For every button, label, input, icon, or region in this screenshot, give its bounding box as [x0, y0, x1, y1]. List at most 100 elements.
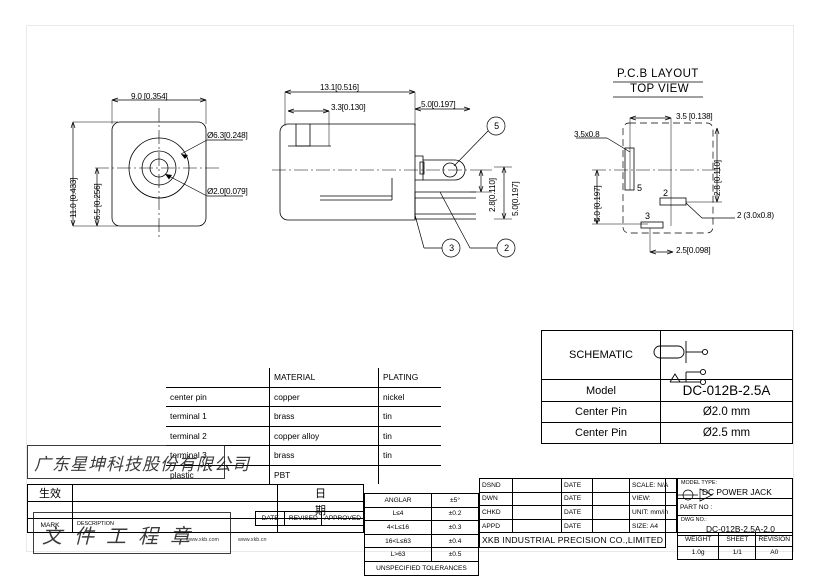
table-row: L≤4 ±0.2	[364, 506, 479, 522]
front-view-centerlines	[95, 108, 222, 238]
material-value: PBT	[269, 464, 379, 484]
view-label: VIEW:	[629, 491, 677, 507]
side-view-body-height-label: 5.0[0.197]	[511, 181, 520, 216]
title-block-weight-sheet: WEIGHT SHEET REVISION 1.0g 1/1 A0	[676, 532, 793, 561]
stamp-border-top	[27, 445, 225, 479]
revision-revised-header: REVISED	[284, 511, 323, 526]
signature-role: DSND	[479, 478, 513, 493]
part-no-row: PART NO :	[677, 498, 793, 516]
stamp-engineering-seal: 文件工程章	[42, 524, 202, 548]
plating-value: tin	[378, 406, 441, 427]
table-row: terminal 2 copper alloy tin	[166, 425, 441, 446]
pcb-layout-bottom-dimension: 2.5[0.098]	[676, 246, 711, 255]
unit-value: UNIT: mm/in	[629, 505, 677, 520]
tolerance-table: ANGLAR ±5° L≤4 ±0.2 4<L≤16 ±0.3 16<L≤63 …	[364, 493, 479, 576]
model-type-row: MODEL TYPE: DC POWER JACK	[677, 478, 793, 499]
tolerance-range: 16<L≤63	[364, 533, 432, 549]
side-view-rear-length-label: 5.0[0.197]	[421, 100, 456, 109]
material-part-name: terminal 2	[166, 425, 270, 446]
schematic-drawing-cell: 5 2 3	[660, 330, 793, 380]
table-row: VIEW:	[629, 491, 677, 507]
side-view-length-label: 13.1[0.516]	[320, 83, 359, 92]
footer-url-2: www.xkb.cn	[238, 537, 267, 543]
spec-label: Model	[541, 379, 661, 402]
table-row: Model DC-012B-2.5A	[541, 379, 793, 402]
material-value: brass	[269, 406, 379, 427]
revision-approved-header: APPROVED	[321, 511, 364, 526]
table-row: SIZE: A4	[629, 518, 677, 534]
tolerance-value: ±0.5	[431, 547, 479, 562]
signature-role: CHKD	[479, 505, 513, 520]
side-view-callout-3-label: 3	[449, 243, 454, 253]
pcb-layout-pad-label-5: 5	[637, 183, 642, 193]
front-view-inner-diameter-label: Ø2.0[0.079]	[207, 187, 248, 196]
side-view-callout-2-label: 2	[504, 243, 509, 253]
tolerance-range: L>63	[364, 547, 432, 562]
revision-label: REVISION	[755, 532, 793, 547]
schematic-label: SCHEMATIC	[541, 330, 661, 380]
spec-value: Ø2.0 mm	[660, 401, 793, 423]
spec-label: Center Pin	[541, 401, 661, 423]
weight-value: 1.0g	[676, 545, 720, 561]
front-view-center-height-dimension	[94, 167, 100, 227]
sheet-value: 1/1	[718, 545, 757, 561]
material-value: brass	[269, 445, 379, 466]
plating-value	[378, 464, 441, 484]
table-row: Center Pin Ø2.5 mm	[541, 422, 793, 444]
plating-value: tin	[378, 445, 441, 466]
model-type-value: DC POWER JACK	[702, 487, 772, 497]
signature-name-blank	[512, 505, 562, 520]
size-value: SIZE: A4	[629, 518, 677, 534]
title-block-meta: SCALE: N/A VIEW: UNIT: mm/in SIZE: A4	[629, 478, 677, 534]
signature-date-label: DATE	[561, 518, 593, 534]
table-row: 16<L≤63 ±0.4	[364, 533, 479, 549]
pcb-layout-subtitle: TOP VIEW	[630, 83, 690, 95]
front-view-width-dimension	[111, 97, 207, 124]
material-header-material: MATERIAL	[269, 368, 379, 388]
tolerance-value: ±0.2	[431, 506, 479, 522]
side-view-pin-offset-label: 2.8[0.110]	[488, 178, 497, 212]
table-row: DATE REVISED APPROVED	[254, 511, 364, 526]
plating-value: nickel	[378, 386, 441, 407]
signature-role: DWN	[479, 491, 513, 507]
dwg-no-value: DC-012B-2.5A-2.0	[706, 524, 775, 534]
material-value: copper alloy	[269, 425, 379, 446]
tolerance-footer-row: UNSPECIFIED TOLERANCES	[364, 560, 479, 576]
material-part-name: terminal 1	[166, 406, 270, 427]
dwg-no-label: DWG NO.:	[681, 517, 707, 523]
revision-meta-table: DATE REVISED APPROVED	[254, 511, 364, 526]
signature-name-blank	[512, 491, 562, 507]
signature-date-label: DATE	[561, 478, 593, 493]
front-view-height-dimension	[70, 121, 118, 227]
pcb-layout-top-dimension: 3.5 [0.138]	[676, 112, 713, 121]
table-row: plastic PBT	[166, 464, 441, 484]
revision-date-header: DATE	[254, 511, 286, 526]
approval-date-label-1: 日	[277, 484, 364, 502]
material-table: MATERIAL PLATING center pin copper nicke…	[166, 368, 441, 484]
pcb-layout-right-dimension: 2.8 [0.110]	[713, 160, 722, 196]
table-row: Center Pin Ø2.0 mm	[541, 401, 793, 423]
tolerance-footer: UNSPECIFIED TOLERANCES	[364, 560, 479, 576]
table-row: ANGLAR ±5°	[364, 493, 479, 508]
table-row: L>63 ±0.5	[364, 547, 479, 562]
tolerance-value: ±0.3	[431, 520, 479, 535]
table-row: center pin copper nickel	[166, 386, 441, 407]
side-view-step-label: 3.3[0.130]	[331, 103, 366, 112]
spec-value: DC-012B-2.5A	[660, 379, 793, 402]
revision-description-cell: DESCRIPTION	[72, 518, 278, 533]
signature-date-label: DATE	[561, 491, 593, 507]
pcb-layout-title-rules	[613, 81, 703, 98]
footer-url-1: www.xkb.com	[186, 537, 219, 543]
side-view-callout-2	[439, 191, 516, 258]
signature-name-blank	[512, 478, 562, 493]
table-row: WEIGHT SHEET REVISION	[676, 532, 793, 547]
side-view-callout-5-label: 5	[494, 121, 499, 131]
material-part-name: center pin	[166, 386, 270, 407]
stamp-company-name: 广东星坤科技股份有限公司	[34, 455, 250, 475]
front-view-center-height-label: 6.5 [0.256]	[93, 183, 102, 221]
material-header-plating: PLATING	[378, 368, 441, 388]
material-table-header-row: MATERIAL PLATING	[166, 368, 441, 388]
table-row: 生效 日	[27, 484, 364, 502]
pcb-layout-left-dimension: 5.0 [0.197]	[593, 185, 602, 223]
tolerance-value: ±0.4	[431, 533, 479, 549]
